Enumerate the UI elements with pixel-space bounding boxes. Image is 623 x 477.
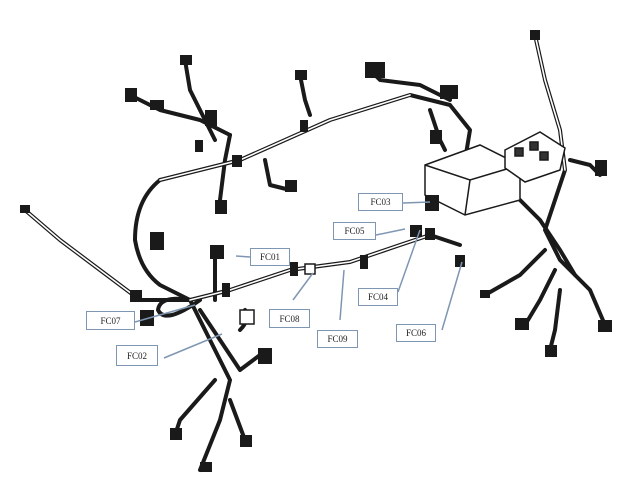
harness-wires [23, 33, 607, 472]
connector-fc08 [304, 263, 316, 275]
label-fc05: FC05 [333, 222, 376, 240]
label-fc09: FC09 [317, 330, 358, 348]
label-fc04: FC04 [358, 288, 398, 306]
label-fc03: FC03 [358, 193, 403, 211]
label-fc08: FC08 [269, 309, 310, 328]
label-fc02: FC02 [116, 345, 158, 366]
connector-open [239, 309, 255, 325]
fuse-box [424, 131, 566, 216]
connectors [20, 30, 612, 472]
label-fc01: FC01 [250, 248, 290, 266]
label-fc06: FC06 [396, 324, 436, 342]
leader-lines [134, 201, 463, 359]
label-fc07: FC07 [86, 311, 135, 330]
